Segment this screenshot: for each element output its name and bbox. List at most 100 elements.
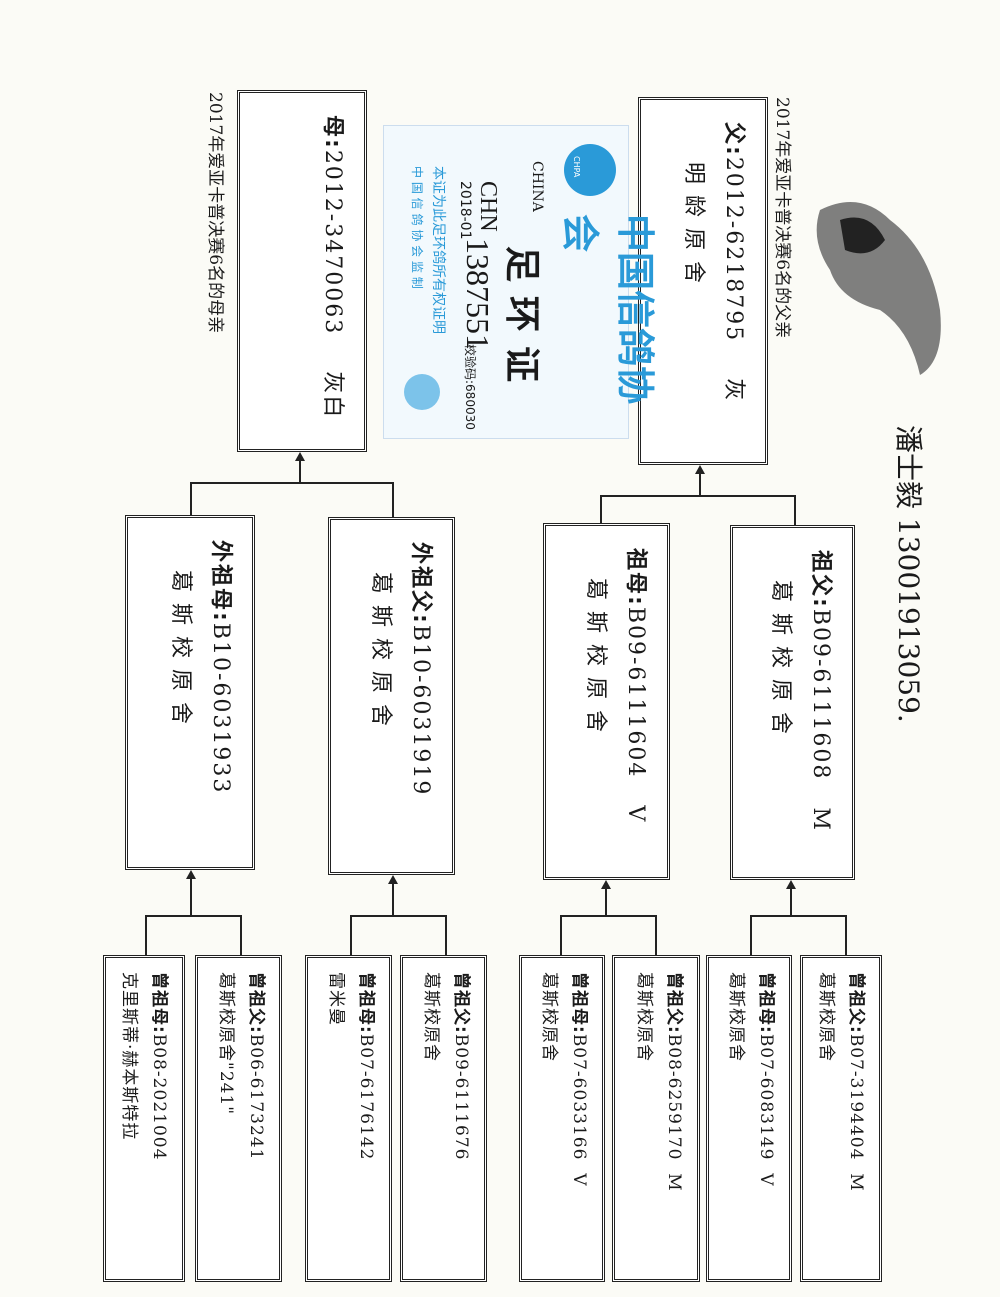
connector [392, 878, 394, 915]
connector [560, 915, 657, 917]
connector [145, 915, 147, 955]
sire-sex: 灰 [721, 378, 746, 403]
sire-ring: 2012-6218795 [721, 156, 746, 343]
dam-box: 母:2012-3470063 灰白 [237, 90, 367, 452]
great-grandparent-ring: B09-6111676 [451, 1033, 471, 1161]
connector [145, 915, 242, 917]
grandparent-loft: 葛 斯 校 原 舍 [768, 580, 793, 736]
grandparent-loft: 葛 斯 校 原 舍 [583, 578, 608, 734]
great-grandparent-ring: B08-6259170 [664, 1033, 684, 1161]
contact-note: 潘士毅 13001913059. [890, 425, 930, 723]
great-grandparent-label: 曾祖父: [451, 972, 471, 1034]
grandparent-ring: B09-6111608 [808, 608, 833, 781]
card-title: 足环证 [501, 246, 543, 397]
connector [190, 873, 192, 915]
card-country: CHINA [529, 161, 545, 212]
great-grandparent-label: 曾祖父: [846, 972, 866, 1034]
connector [750, 915, 752, 955]
great-grandparent-box: 曾祖母:B08-2021004 克里斯蒂·赫本斯特拉 [103, 955, 185, 1282]
grandparent-loft: 葛 斯 校 原 舍 [168, 570, 193, 726]
great-grandparent-box: 曾祖父:B06-6173241 葛斯校原舍"241" [195, 955, 282, 1282]
grandparent-label: 祖父: [808, 550, 833, 609]
seal-icon [404, 374, 440, 410]
great-grandparent-label: 曾祖母: [149, 972, 169, 1034]
grandparent-ring: B10-6031919 [408, 624, 433, 797]
great-grandparent-box: 曾祖母:B07-6176142 雷米曼 [305, 955, 392, 1282]
pigeon-illustration-icon [816, 202, 941, 375]
arrow-icon [295, 452, 305, 461]
great-grandparent-ring: B07-6083149 [756, 1033, 776, 1161]
great-grandparent-ring: B07-6176142 [356, 1033, 376, 1161]
great-grandparent-loft: 雷米曼 [326, 972, 346, 1026]
grandparent-label: 外祖父: [408, 542, 433, 625]
great-grandparent-loft: 葛斯校原舍"241" [216, 972, 236, 1116]
connector [445, 915, 447, 955]
connector [790, 883, 792, 915]
great-grandparent-loft: 葛斯校原舍 [421, 972, 441, 1062]
grandsire-box: 祖父:B09-6111608 M 葛 斯 校 原 舍 [730, 525, 855, 880]
great-grandparent-label: 曾祖母: [756, 972, 776, 1034]
dam-caption: 2017年爱亚卡普决赛6名的母亲 [205, 92, 225, 334]
card-note: 本证为此足环鸽所有权证明 [430, 166, 446, 334]
connector [299, 455, 301, 483]
great-grandparent-loft: 葛斯校原舍 [726, 972, 746, 1062]
card-year: 2018-01 [457, 181, 473, 240]
connector [350, 915, 447, 917]
connector [240, 915, 242, 955]
arrow-icon [695, 465, 705, 474]
connector [600, 495, 796, 497]
connector [392, 482, 394, 517]
card-check-code: 校验码:680030 [463, 344, 477, 430]
connector [605, 883, 607, 915]
connector [655, 915, 657, 955]
sire-label: 父: [721, 122, 746, 157]
grandparent-sex: V [623, 805, 648, 824]
great-grandparent-sex: V [756, 1173, 776, 1187]
great-grandparent-sex: M [664, 1173, 684, 1192]
contact-phone: 13001913059. [892, 517, 925, 723]
connector [699, 468, 701, 496]
connector [794, 495, 796, 525]
connector [350, 915, 352, 955]
great-grandparent-loft: 克里斯蒂·赫本斯特拉 [119, 972, 139, 1141]
sire-loft: 明 龄 原 舍 [681, 162, 706, 285]
dam-ring: 2012-3470063 [320, 149, 345, 336]
great-grandparent-loft: 葛斯校原舍 [634, 972, 654, 1062]
great-grandparent-label: 曾祖父: [246, 972, 266, 1034]
card-org: 中国信鸽协会 [558, 214, 657, 405]
dam-label: 母: [320, 115, 345, 150]
sire-caption: 2017年爱亚卡普决赛6名的父亲 [772, 97, 792, 339]
sire-box: 父:2012-6218795 灰 明 龄 原 舍 [638, 97, 768, 465]
grandparent-ring: B09-6111604 [623, 606, 648, 779]
chpa-logo-icon: CHPA [564, 144, 616, 196]
great-grandparent-loft: 葛斯校原舍 [539, 972, 559, 1062]
maternal-grandsire-box: 外祖父:B10-6031919 葛 斯 校 原 舍 [328, 517, 455, 875]
card-ring-number: 1387551 [460, 238, 496, 350]
great-grandparent-ring: B08-2021004 [149, 1033, 169, 1161]
grandparent-label: 外祖母: [208, 540, 233, 623]
great-grandparent-label: 曾祖母: [356, 972, 376, 1034]
contact-name: 潘士毅 [892, 425, 925, 510]
card-issuer: 中 国 信 鸽 协 会 监 制 [410, 166, 424, 289]
great-grandparent-sex: V [569, 1173, 589, 1187]
grandparent-loft: 葛 斯 校 原 舍 [368, 572, 393, 728]
connector [190, 482, 394, 484]
great-grandparent-box: 曾祖父:B07-3194404 M 葛斯校原舍 [800, 955, 882, 1282]
great-grandparent-box: 曾祖母:B07-6083149 V 葛斯校原舍 [706, 955, 792, 1282]
great-grandparent-ring: B07-3194404 [846, 1033, 866, 1161]
great-grandparent-sex: M [846, 1173, 866, 1192]
great-grandparent-box: 曾祖父:B09-6111676 葛斯校原舍 [400, 955, 487, 1282]
card-prefix: CHN [475, 181, 501, 232]
grandparent-sex: M [808, 807, 833, 832]
connector [560, 915, 562, 955]
connector [190, 482, 192, 515]
great-grandparent-ring: B07-6033166 [569, 1033, 589, 1161]
connector [600, 495, 602, 523]
great-grandparent-label: 曾祖父: [664, 972, 684, 1034]
ring-certificate-card: CHPA 中国信鸽协会 CHINA 足环证 CHN 2018-01 138755… [383, 125, 657, 439]
great-grandparent-loft: 葛斯校原舍 [816, 972, 836, 1062]
great-grandparent-box: 曾祖父:B08-6259170 M 葛斯校原舍 [612, 955, 700, 1282]
